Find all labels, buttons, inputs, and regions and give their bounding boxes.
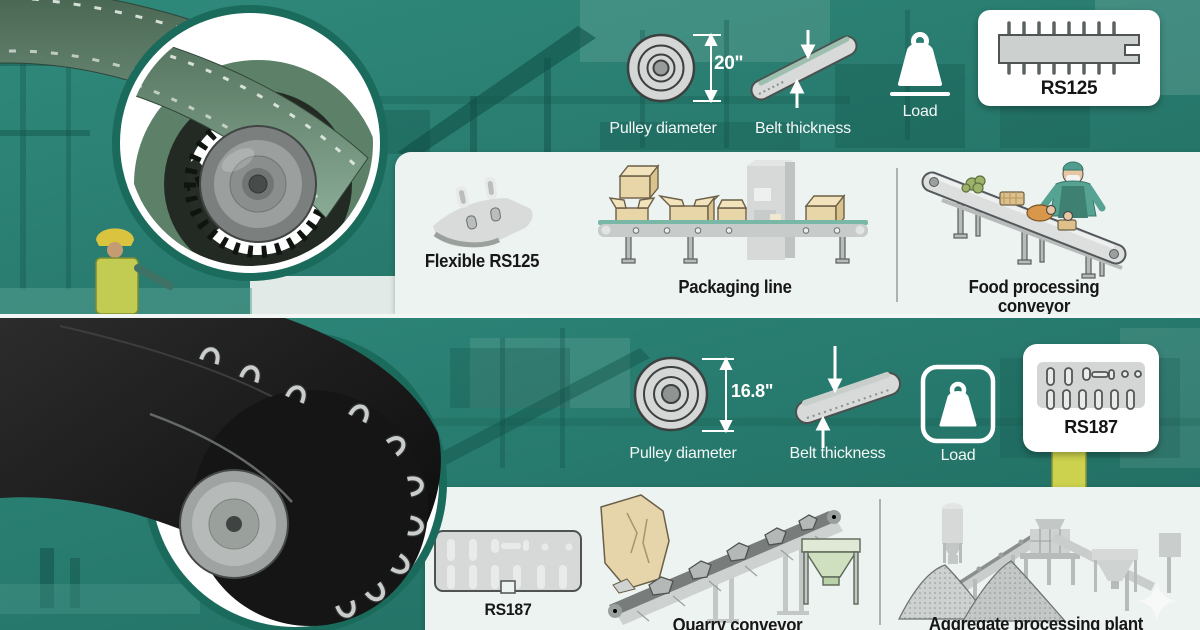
background-worker: [95, 228, 174, 314]
packaging-line-illustration: [598, 160, 868, 264]
product-code-rs125: RS125: [1040, 78, 1098, 99]
worker-figure: [1038, 161, 1106, 218]
sparkle-icon: [1137, 581, 1177, 621]
application-label-packaging: Packaging line: [678, 277, 792, 297]
pulley-diameter-label-rs187: Pulley diameter: [629, 445, 737, 462]
belt-thickness-icon: [750, 30, 858, 108]
product-card-rs125: RS125: [978, 10, 1160, 106]
product-code-rs187: RS187: [1064, 417, 1118, 437]
rs187-plate-icon: [1037, 362, 1145, 410]
section-rs187: RS187: [0, 318, 1200, 630]
load-icon-boxed: [920, 364, 996, 444]
aggregate-plant-illustration: [897, 503, 1181, 622]
belt-thickness-label-rs187: Belt thickness: [789, 445, 886, 462]
pulley-diameter-value-rs125: 20": [714, 53, 744, 74]
flexible-fastener-icon: [433, 176, 533, 248]
rs125-fastener-strip-icon: [998, 21, 1140, 75]
applications-panel-rs125: Flexible RS125: [395, 152, 1200, 314]
belt-thickness-label-rs125: Belt thickness: [755, 120, 851, 137]
load-label-rs125: Load: [902, 103, 938, 120]
section-separator: [0, 314, 1200, 318]
load-icon: [890, 32, 950, 96]
pulley-diameter-icon-2: [633, 356, 734, 434]
pulley-diameter-icon: [626, 32, 721, 104]
belt-staples: [198, 346, 426, 619]
load-label-rs187: Load: [940, 447, 976, 464]
pulley-diameter-label-rs125: Pulley diameter: [609, 120, 717, 137]
rs187-belt-photo: [0, 318, 447, 630]
application-label-food: Food processing conveyor: [968, 277, 1100, 314]
belt-thickness-icon-2: [795, 346, 901, 448]
fastener-label-rs125: Flexible RS125: [424, 251, 540, 271]
divider: [896, 168, 898, 302]
rs125-belt-photo: [0, 0, 388, 281]
application-label-quarry: Quarry conveyor: [672, 615, 803, 630]
rs187-plate-icon-large: [434, 530, 582, 594]
application-label-aggregate: Aggregate processing plant: [928, 614, 1144, 630]
food-processing-illustration: [921, 161, 1127, 279]
fastener-label-rs187: RS187: [484, 600, 532, 619]
section-rs125: Flexible RS125: [0, 0, 1200, 314]
applications-panel-rs187: RS187: [425, 487, 1200, 630]
quarry-conveyor-illustration: [600, 494, 861, 625]
product-card-rs187: RS187: [1023, 344, 1159, 452]
pulley-diameter-value-rs187: 16.8": [731, 381, 774, 401]
divider-2: [879, 499, 881, 625]
